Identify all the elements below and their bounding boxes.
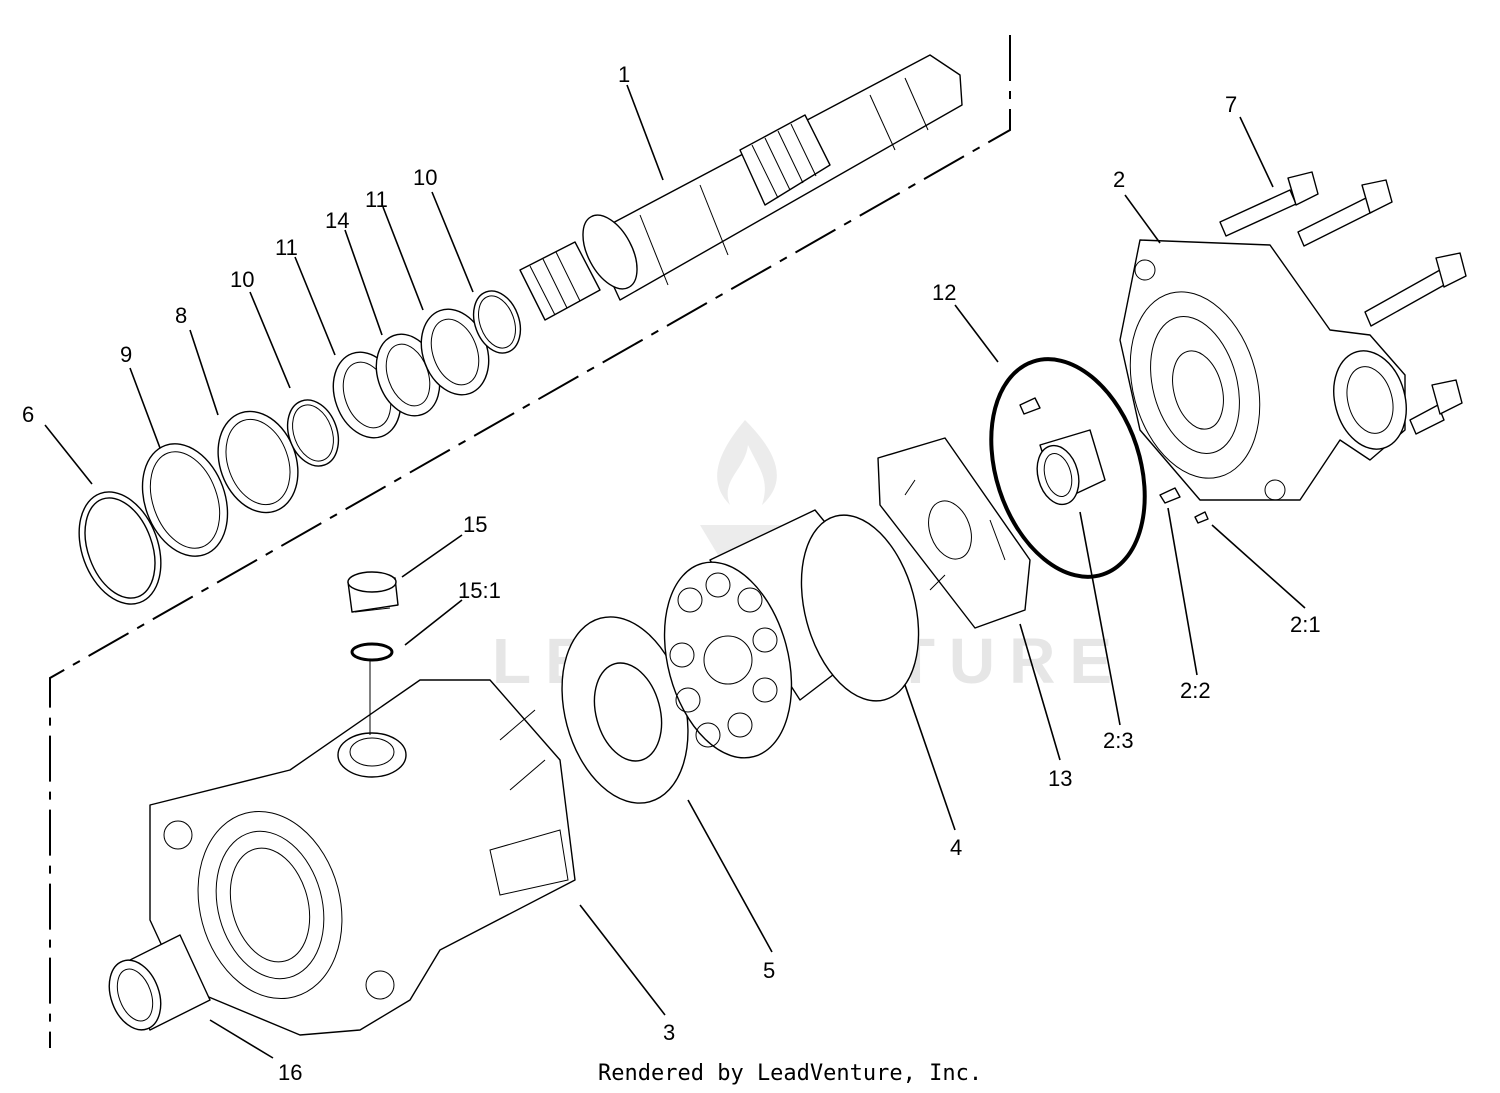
housing-part-3 bbox=[149, 679, 576, 1036]
callout-2-1: 2:1 bbox=[1290, 612, 1321, 637]
callout-15: 15 bbox=[463, 512, 487, 537]
bearing-part-2-3 bbox=[1036, 429, 1106, 506]
dowel-pin-part-2-2 bbox=[1019, 397, 1181, 504]
callout-4: 4 bbox=[950, 835, 962, 860]
callout-10-front: 10 bbox=[230, 267, 254, 292]
callout-5: 5 bbox=[763, 958, 775, 983]
callout-6: 6 bbox=[22, 402, 34, 427]
callout-7: 7 bbox=[1225, 92, 1237, 117]
retaining-ring-part-10-front bbox=[286, 399, 340, 467]
washer-part-8 bbox=[217, 410, 299, 514]
leader-lines bbox=[44, 84, 1306, 1059]
callout-12: 12 bbox=[932, 280, 956, 305]
o-ring-part-15-1 bbox=[350, 642, 394, 662]
callout-8: 8 bbox=[175, 303, 187, 328]
shaft-part-1 bbox=[519, 54, 963, 321]
callout-10-rear: 10 bbox=[413, 165, 437, 190]
callout-labels: 1 2 3 4 5 6 7 8 9 10 10 11 11 12 13 14 1… bbox=[22, 62, 1321, 1085]
snap-ring-part-6 bbox=[78, 491, 162, 605]
callout-11-rear: 11 bbox=[365, 187, 388, 212]
callout-1: 1 bbox=[618, 62, 630, 87]
callout-2: 2 bbox=[1113, 167, 1125, 192]
callout-13: 13 bbox=[1048, 766, 1072, 791]
bearing-part-16 bbox=[108, 934, 211, 1031]
callout-11-front: 11 bbox=[275, 235, 298, 260]
bolts-part-7 bbox=[1219, 171, 1467, 435]
callout-2-2: 2:2 bbox=[1180, 678, 1211, 703]
plug-part-15 bbox=[347, 571, 399, 613]
callout-15-1: 15:1 bbox=[458, 578, 501, 603]
retaining-ring-part-10-rear bbox=[472, 290, 522, 354]
callout-2-3: 2:3 bbox=[1103, 728, 1134, 753]
pin-part-2-1 bbox=[1194, 511, 1209, 524]
callout-14: 14 bbox=[325, 208, 349, 233]
callout-16: 16 bbox=[278, 1060, 302, 1085]
bearing-race-part-9 bbox=[141, 443, 229, 557]
rotating-group-part-4 bbox=[663, 509, 920, 759]
port-plate-part-13 bbox=[877, 437, 1031, 629]
callout-9: 9 bbox=[120, 342, 132, 367]
footer-credit: Rendered by LeadVenture, Inc. bbox=[598, 1061, 982, 1086]
callout-3: 3 bbox=[663, 1020, 675, 1045]
thrust-plate-part-5 bbox=[561, 616, 689, 804]
end-cap-part-2 bbox=[1119, 239, 1407, 501]
o-ring-part-12 bbox=[989, 357, 1147, 579]
